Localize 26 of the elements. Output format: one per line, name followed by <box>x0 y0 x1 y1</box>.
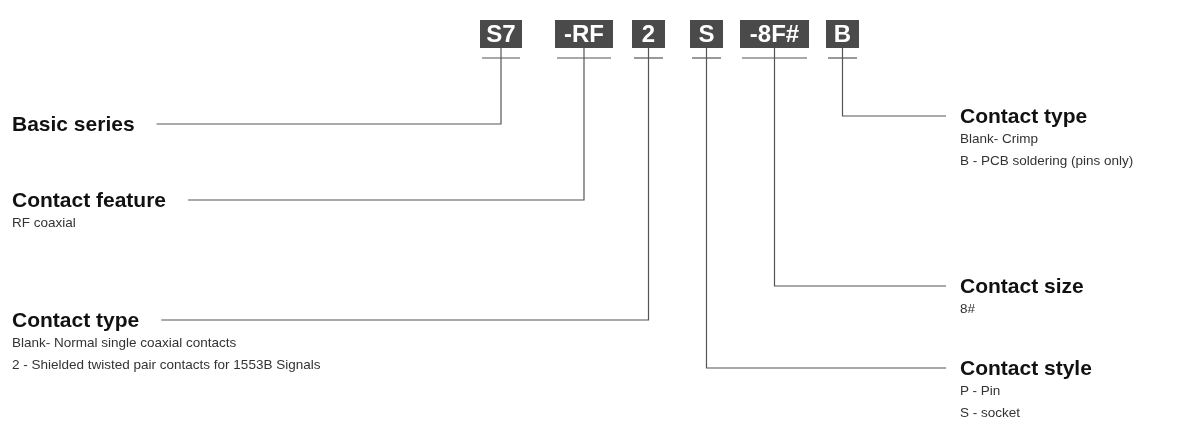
option-text: S - socket <box>960 404 1021 422</box>
leader-line <box>841 47 947 117</box>
option-text: B - PCB soldering (pins only) <box>960 152 1134 170</box>
option-text: RF coaxial <box>12 214 76 232</box>
field-heading: Contact style <box>960 356 1092 380</box>
field-heading: Contact size <box>960 274 1084 298</box>
option-text: 2 - Shielded twisted pair contacts for 1553B Signals <box>12 356 321 374</box>
leader-line <box>773 47 947 287</box>
code-box: -8F# <box>740 20 809 48</box>
field-heading: Contact feature <box>12 188 167 212</box>
leader-line <box>705 47 947 369</box>
option-text: 8# <box>960 300 976 318</box>
code-box: -RF <box>555 20 613 48</box>
code-box: 2 <box>632 20 665 48</box>
field-heading: Contact type <box>960 104 1088 128</box>
leader-line <box>187 47 585 201</box>
field-heading: Contact type <box>12 308 140 332</box>
code-box: B <box>826 20 859 48</box>
code-box: S <box>690 20 723 48</box>
code-box: S7 <box>480 20 522 48</box>
leader-line <box>156 47 502 125</box>
option-text: Blank- Normal single coaxial contacts <box>12 334 237 352</box>
option-text: P - Pin <box>960 382 1001 400</box>
field-heading: Basic series <box>12 112 135 136</box>
leader-line <box>160 47 650 321</box>
option-text: Blank- Crimp <box>960 130 1038 148</box>
